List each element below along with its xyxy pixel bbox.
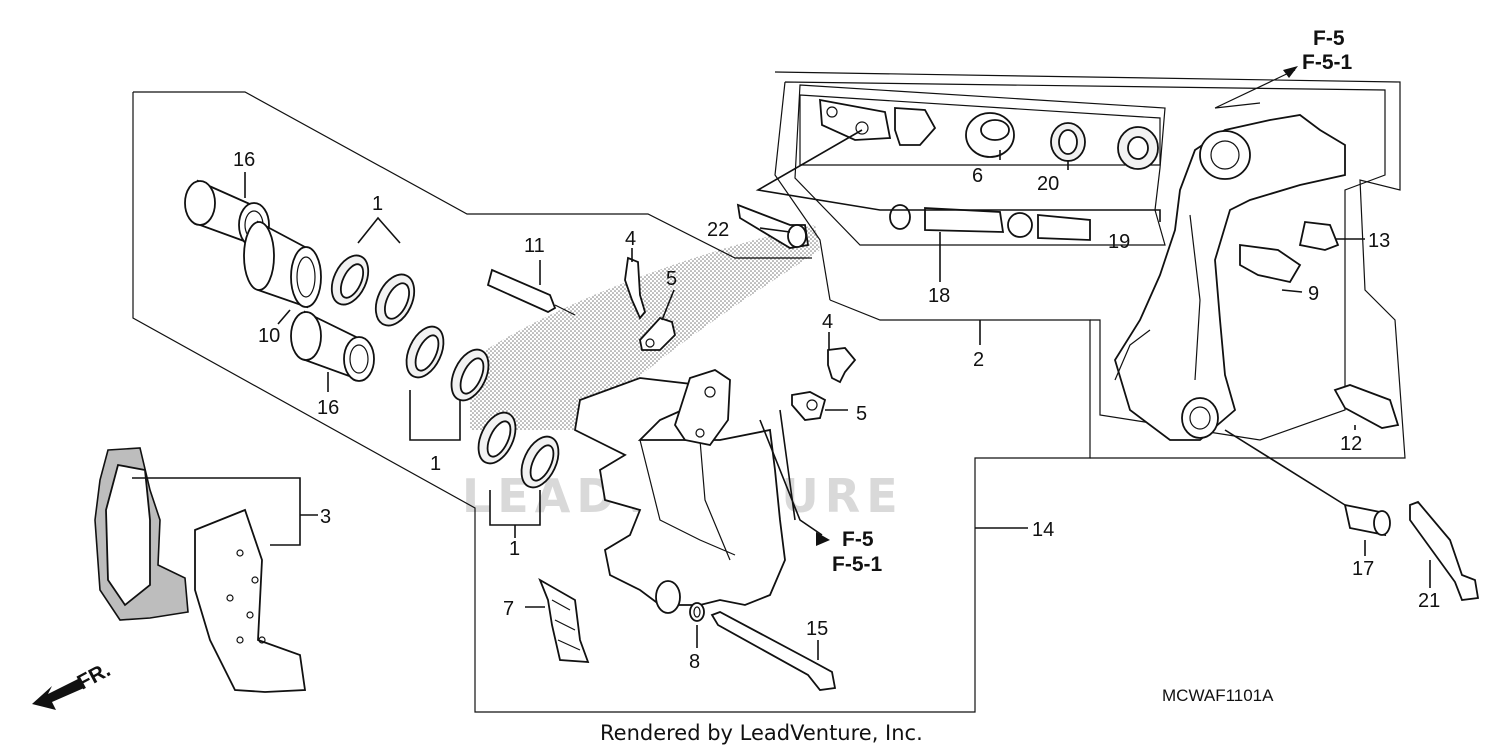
part-boot-19: [1117, 126, 1159, 170]
callout-4-upper: 4: [625, 228, 636, 250]
callout-21: 21: [1418, 590, 1440, 612]
part-bolt-21: [1409, 500, 1480, 601]
part-bracket-2: [1114, 114, 1346, 441]
part-cap-5-a: [639, 316, 676, 351]
callout-2: 2: [973, 349, 984, 371]
callout-5-upper: 5: [666, 268, 677, 290]
part-washer-8: [689, 602, 705, 622]
drawing-code: MCWAF1101A: [1162, 686, 1274, 705]
callout-12: 12: [1340, 433, 1362, 455]
part-cap-5-b: [791, 391, 827, 421]
ref-leader-top: [1214, 69, 1296, 109]
seal-kit-inner: [799, 94, 1161, 166]
render-credit: Rendered by LeadVenture, Inc.: [600, 721, 923, 745]
part-seal-1-f: [520, 435, 560, 489]
callout-19: 19: [1108, 231, 1130, 253]
callout-17: 17: [1352, 558, 1374, 580]
part-seal-set-18: [889, 204, 1091, 241]
part-pin-15: [710, 611, 837, 691]
arrow-head-top: [1283, 66, 1298, 78]
part-seal-1-a: [330, 254, 370, 306]
part-seal-1-e: [477, 411, 517, 465]
assembly-outline-right-outer: [774, 71, 1406, 459]
part-sleeve-16-lower: [290, 310, 375, 382]
part-bleeder-4-b: [827, 347, 857, 384]
part-seal-1-c: [405, 325, 445, 379]
callout-9: 9: [1308, 283, 1319, 305]
callout-18: 18: [928, 285, 950, 307]
callout-7: 7: [503, 598, 514, 620]
shaded-band: [470, 225, 820, 430]
part-ring-20: [1050, 122, 1086, 162]
callout-4-lower: 4: [822, 311, 833, 333]
part-bolt-12: [1333, 384, 1400, 429]
part-clip-9: [1239, 243, 1302, 284]
callout-11: 11: [524, 235, 545, 257]
callout-22: 22: [707, 219, 729, 241]
callout-5-lower: 5: [856, 403, 867, 425]
part-seal-kit-6: [819, 98, 1015, 158]
callout-10: 10: [258, 325, 280, 347]
part-sleeve-16-upper: [184, 179, 270, 248]
assembly-outline-left: [132, 91, 1091, 713]
front-arrow-icon: FR.: [32, 658, 114, 710]
callout-1-upper: 1: [372, 193, 383, 215]
part-spring-clip-7: [538, 577, 590, 663]
assembly-outline-right-inner: [774, 81, 1386, 441]
part-seal-1-b: [374, 273, 416, 327]
part-pin-bolt-11: [486, 268, 576, 316]
part-sleeve-10: [243, 220, 322, 309]
arrow-head-bottom: [816, 532, 830, 546]
reference-bottom-2: F-5-1: [832, 553, 882, 576]
callout-14: 14: [1032, 519, 1054, 541]
part-brake-pad-inner: [194, 508, 307, 693]
callout-13: 13: [1368, 230, 1390, 252]
callout-15: 15: [806, 618, 828, 640]
part-caliper-body: [574, 369, 786, 614]
callout-16-upper: 16: [233, 149, 255, 171]
seal-kit-outline: [794, 84, 1166, 246]
callout-20: 20: [1037, 173, 1059, 195]
part-collar-17: [1343, 503, 1391, 537]
callout-1-lower: 1: [509, 538, 520, 560]
callout-6: 6: [972, 165, 983, 187]
callout-1-middle: 1: [430, 453, 441, 475]
part-brake-pad-outer: [94, 447, 189, 621]
callout-8: 8: [689, 651, 700, 673]
reference-top-2: F-5-1: [1302, 51, 1352, 74]
callout-3: 3: [320, 506, 331, 528]
callout-16-lower: 16: [317, 397, 339, 419]
part-bleeder-4-a: [624, 256, 646, 320]
part-bolt-22: [736, 203, 810, 249]
reference-bottom-1: F-5: [842, 528, 874, 551]
part-boot-13: [1298, 221, 1340, 251]
part-seal-1-d: [450, 348, 490, 402]
leader-lines: [132, 129, 1431, 660]
reference-top-1: F-5: [1313, 27, 1345, 50]
